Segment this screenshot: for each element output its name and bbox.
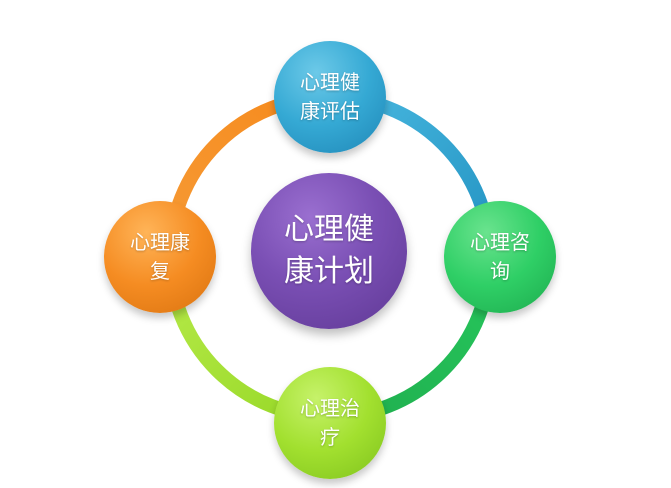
center-label-line1: 心理健 [284,212,374,247]
node-therapy-line2: 疗 [320,425,340,449]
node-counseling-line2: 询 [490,259,510,283]
node-rehabilitation-line2: 复 [150,259,170,283]
node-therapy: 心理治 疗 [274,367,386,479]
center-node-plan: 心理健 康计划 [251,173,407,329]
node-counseling-line1: 心理咨 [470,230,530,254]
node-assessment-line2: 康评估 [300,99,360,123]
node-counseling-label: 心理咨 询 [470,228,530,286]
node-rehabilitation: 心理康 复 [104,201,216,313]
node-therapy-line1: 心理治 [300,396,360,420]
node-assessment-label: 心理健 康评估 [300,68,360,126]
node-rehabilitation-line1: 心理康 [130,230,190,254]
node-rehabilitation-label: 心理康 复 [130,228,190,286]
node-therapy-label: 心理治 疗 [300,394,360,452]
node-counseling: 心理咨 询 [444,201,556,313]
node-assessment-line1: 心理健 [300,70,360,94]
node-assessment: 心理健 康评估 [274,41,386,153]
center-node-label: 心理健 康计划 [284,209,374,293]
center-label-line2: 康计划 [284,254,374,289]
